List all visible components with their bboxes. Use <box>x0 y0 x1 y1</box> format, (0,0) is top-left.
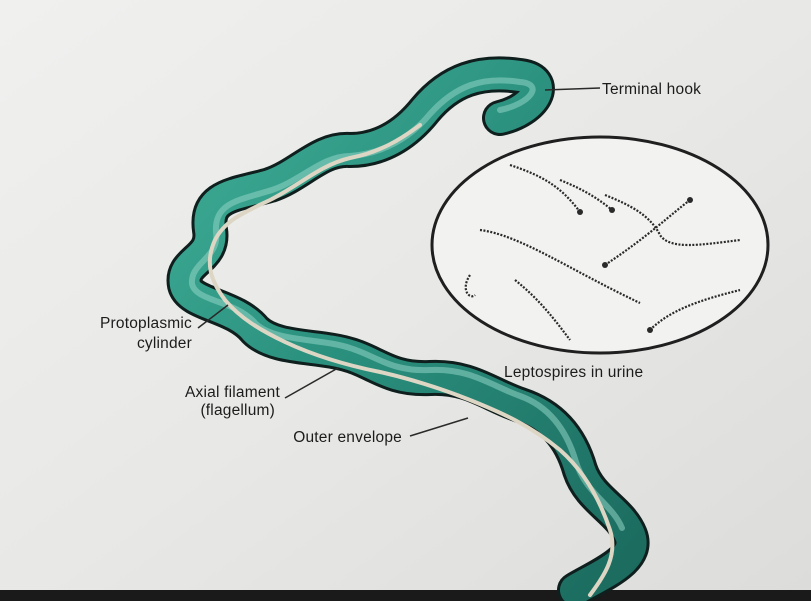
leptospire-hook-end <box>609 207 615 213</box>
axial-filament-label-line1: Axial filament <box>185 384 280 401</box>
leptospire-hook-end <box>602 262 608 268</box>
protoplasmic-cylinder-label-line1: Protoplasmic <box>100 315 192 332</box>
inset-circle-border <box>432 137 768 353</box>
terminal-hook-label: Terminal hook <box>602 81 701 98</box>
leptospire-hook-end <box>687 197 693 203</box>
leptospire-hook-end <box>577 209 583 215</box>
axial-filament-label-line2: (flagellum) <box>200 402 275 419</box>
inset-caption: Leptospires in urine <box>504 364 643 381</box>
outer-envelope-label: Outer envelope <box>293 429 402 446</box>
urine-sample-inset <box>432 137 768 353</box>
protoplasmic-cylinder-label-line2: cylinder <box>137 335 192 352</box>
dark-bottom-edge <box>0 590 811 601</box>
leptospire-hook-end <box>647 327 653 333</box>
